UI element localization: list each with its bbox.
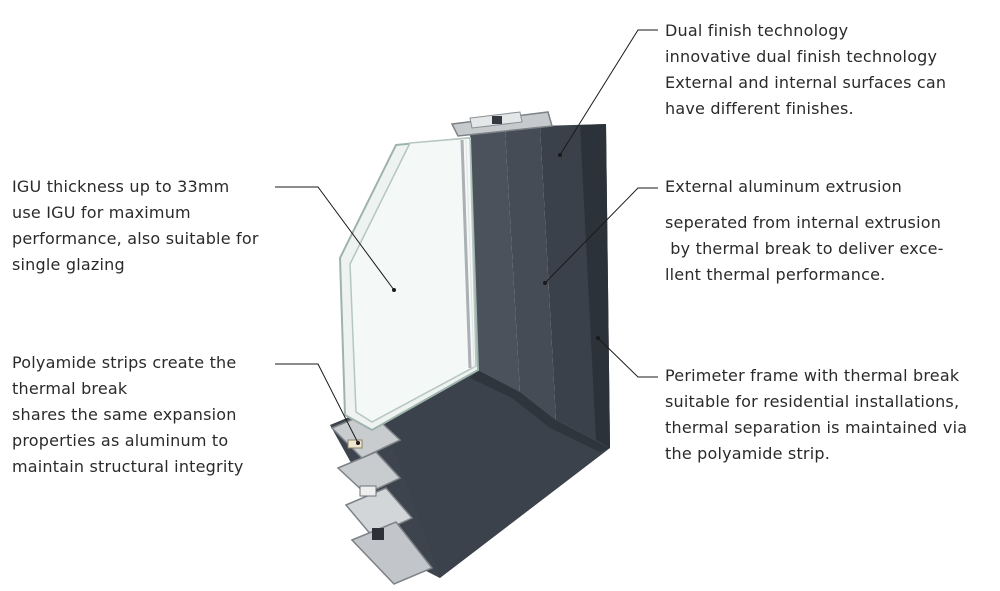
callout-dual-finish: Dual finish technology innovative dual f… <box>665 18 946 122</box>
callout-polyamide-line-3: maintain structural integrity <box>12 457 244 476</box>
callout-perimeter-line-2: thermal separation is maintained via <box>665 418 968 437</box>
callout-perimeter-line-3: the polyamide strip. <box>665 444 830 463</box>
callout-dual-finish-line-3: have different finishes. <box>665 99 854 118</box>
callout-igu-line-3: single glazing <box>12 255 125 274</box>
callout-igu-title: IGU thickness up to 33mm <box>12 177 230 196</box>
callout-igu-line-2: performance, also suitable for <box>12 229 259 248</box>
callout-external-extrusion-line-3: llent thermal performance. <box>665 265 886 284</box>
frame-vertical-side <box>580 124 610 448</box>
leader-polyamide <box>275 363 359 444</box>
frame-bottom-bevel <box>470 370 610 452</box>
callout-perimeter-title: Perimeter frame with thermal break <box>665 366 960 385</box>
callout-perimeter-line-1: suitable for residential installations, <box>665 392 960 411</box>
callout-external-extrusion-title: External aluminum extrusion <box>665 177 902 196</box>
aluminum-extrusion-section <box>330 411 434 585</box>
callout-external-extrusion: External aluminum extrusion seperated fr… <box>665 174 944 288</box>
callout-external-extrusion-line-1: seperated from internal extrusion <box>665 213 942 232</box>
callout-igu-line-1: use IGU for maximum <box>12 203 191 222</box>
sash-vertical-inner <box>470 130 520 392</box>
callout-dual-finish-line-1: innovative dual finish technology <box>665 47 938 66</box>
callout-perimeter: Perimeter frame with thermal break suita… <box>665 363 967 467</box>
leader-dual-finish <box>559 29 658 156</box>
leader-perimeter <box>597 337 658 378</box>
leader-igu <box>275 186 395 291</box>
callout-polyamide-line-2: properties as aluminum to <box>12 431 229 450</box>
callout-dual-finish-title: Dual finish technology <box>665 21 849 40</box>
callout-polyamide: Polyamide strips create the thermal brea… <box>12 350 244 480</box>
callout-dual-finish-line-2: External and internal surfaces can <box>665 73 947 92</box>
leader-external-extrusion <box>544 187 658 284</box>
callout-polyamide-title-2: thermal break <box>12 379 128 398</box>
callout-external-extrusion-line-2: by thermal break to deliver exce- <box>665 239 944 258</box>
sash-vertical-strip <box>505 126 556 420</box>
callout-polyamide-title-1: Polyamide strips create the <box>12 353 237 372</box>
callout-igu: IGU thickness up to 33mm use IGU for max… <box>12 174 259 278</box>
callout-spacer <box>665 200 944 210</box>
callout-polyamide-line-1: shares the same expansion <box>12 405 237 424</box>
top-extrusion-section <box>450 111 553 137</box>
leader-lines <box>275 29 658 445</box>
igu-glass <box>338 136 480 432</box>
